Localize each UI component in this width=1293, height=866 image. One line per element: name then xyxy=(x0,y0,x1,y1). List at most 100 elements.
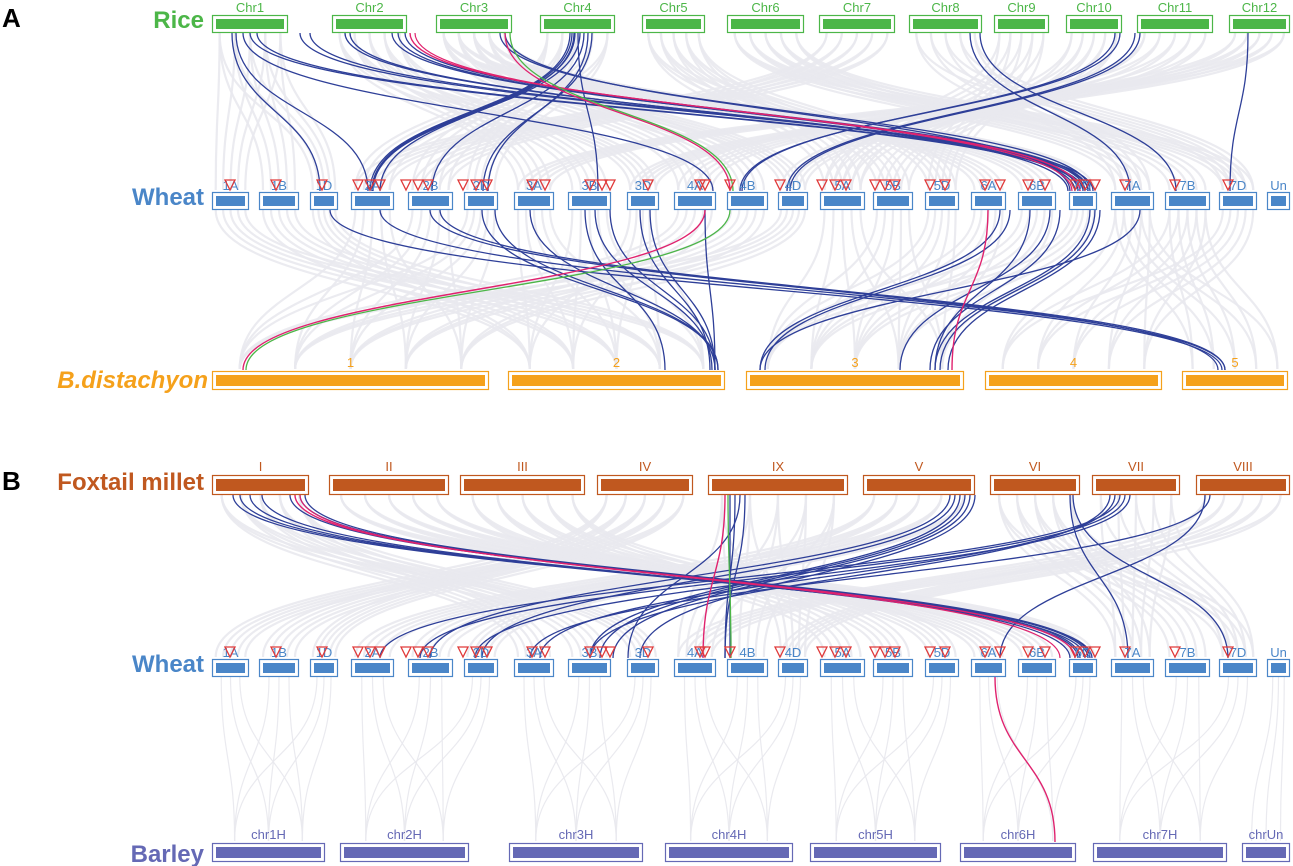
background-link xyxy=(362,32,564,191)
background-link xyxy=(641,32,1261,191)
background-link xyxy=(411,32,549,191)
background-link xyxy=(757,676,768,842)
background-link xyxy=(907,32,1118,191)
species-label-wheat-b: Wheat xyxy=(132,651,204,678)
rice-wheat-link xyxy=(1229,32,1249,192)
background-link xyxy=(1142,676,1201,842)
rice-chromosome-chr7 xyxy=(823,19,891,29)
background-link xyxy=(704,676,768,842)
gene-marker-triangle xyxy=(1221,646,1235,659)
foxtail-wheat-link xyxy=(474,494,1131,659)
background-link xyxy=(677,494,1207,658)
background-link xyxy=(218,32,314,191)
background-link xyxy=(460,209,765,370)
background-link xyxy=(1119,676,1230,842)
gene-marker-triangle xyxy=(603,179,617,192)
background-link xyxy=(222,32,236,191)
gene-marker-triangle xyxy=(1118,646,1132,659)
rice-wheat-link xyxy=(789,32,1141,192)
background-link xyxy=(535,676,636,842)
background-link xyxy=(982,676,1077,842)
background-link xyxy=(420,32,843,191)
background-link xyxy=(420,32,564,191)
foxtail-wheat-link xyxy=(304,494,1091,659)
barley-chromosome-label: chr6H xyxy=(1001,827,1036,842)
gene-markers xyxy=(223,179,1235,659)
background-link xyxy=(380,209,407,370)
gene-marker-triangle xyxy=(888,646,902,659)
background-link xyxy=(546,494,950,658)
background-link xyxy=(403,676,432,842)
foxtail-chromosome-ii xyxy=(333,479,445,491)
gene-marker-triangle xyxy=(1168,646,1182,659)
rice-chromosome-label: Chr1 xyxy=(236,0,264,15)
gene-marker-triangle xyxy=(525,179,539,192)
barley-chromosome-chr6h xyxy=(964,847,1072,858)
background-link xyxy=(575,676,644,842)
gene-marker-triangle xyxy=(269,179,283,192)
background-link xyxy=(694,676,730,842)
background-link xyxy=(496,494,937,658)
gene-marker-triangle xyxy=(603,646,617,659)
background-link xyxy=(810,209,1079,370)
background-link xyxy=(220,494,574,658)
gene-marker-triangle xyxy=(888,179,902,192)
background-link xyxy=(1131,676,1161,842)
wheat-a-chromosome-1b xyxy=(263,196,295,206)
rice-chromosome-chr11 xyxy=(1141,19,1209,29)
wheat-b-chromosome-6d xyxy=(1073,663,1093,673)
background-link xyxy=(959,32,1143,191)
background-link xyxy=(349,209,749,370)
gene-marker-triangle xyxy=(993,646,1007,659)
background-link xyxy=(1017,676,1038,842)
background-link xyxy=(233,32,273,191)
gene-marker-triangle xyxy=(815,179,829,192)
foxtail-wheat-link-green xyxy=(727,494,732,659)
barley-chromosome-chrun xyxy=(1246,847,1286,858)
gene-marker-triangle xyxy=(938,646,952,659)
gene-marker-triangle xyxy=(828,179,842,192)
wheat-brachy-link xyxy=(584,209,666,371)
background-link xyxy=(648,209,661,370)
background-link xyxy=(1037,209,1125,370)
background-link xyxy=(791,494,1245,658)
rice-chromosome-label: Chr4 xyxy=(563,0,591,15)
background-link xyxy=(1015,494,1180,658)
brachypodium-chromosome-label: 1 xyxy=(347,355,354,370)
background-link xyxy=(1033,494,1240,658)
brachypodium-chromosome-4 xyxy=(989,375,1158,386)
background-link xyxy=(1072,209,1240,370)
background-link xyxy=(362,32,843,191)
gene-marker-triangle xyxy=(351,646,365,659)
background-link xyxy=(1107,209,1143,370)
background-link xyxy=(914,676,952,842)
background-link xyxy=(294,209,789,370)
wheat-a-chromosome-label: 7D xyxy=(1230,178,1247,193)
background-link xyxy=(533,676,577,842)
wheat-a-chromosome-1d xyxy=(314,196,334,206)
background-link xyxy=(929,32,1125,191)
background-link xyxy=(1159,676,1239,842)
background-link xyxy=(979,676,984,842)
background-link xyxy=(571,494,957,658)
gene-marker-triangle xyxy=(583,179,597,192)
wheat-brachy-link xyxy=(429,209,1219,371)
background-link xyxy=(1279,676,1285,842)
background-link xyxy=(690,676,738,842)
foxtail-chromosome-v xyxy=(867,479,971,491)
rice-wheat-link xyxy=(379,32,575,192)
rice-chromosome-label: Chr7 xyxy=(843,0,871,15)
foxtail-wheat-link xyxy=(1069,494,1129,659)
rice-chromosome-chr8 xyxy=(913,19,978,29)
gene-marker-triangle xyxy=(373,179,387,192)
rice-chromosome-label: Chr6 xyxy=(751,0,779,15)
rice-chromosome-chr2 xyxy=(336,19,403,29)
gene-marker-triangle xyxy=(723,179,737,192)
background-link xyxy=(944,32,1240,191)
rice-wheat-link xyxy=(431,32,585,192)
wheat-a-chromosome-label: 4D xyxy=(785,178,802,193)
gene-marker-triangle xyxy=(1168,179,1182,192)
foxtail-wheat-link xyxy=(612,494,971,659)
barley-chromosome-label: chr3H xyxy=(559,827,594,842)
wheat-brachy-link-red xyxy=(242,209,706,371)
